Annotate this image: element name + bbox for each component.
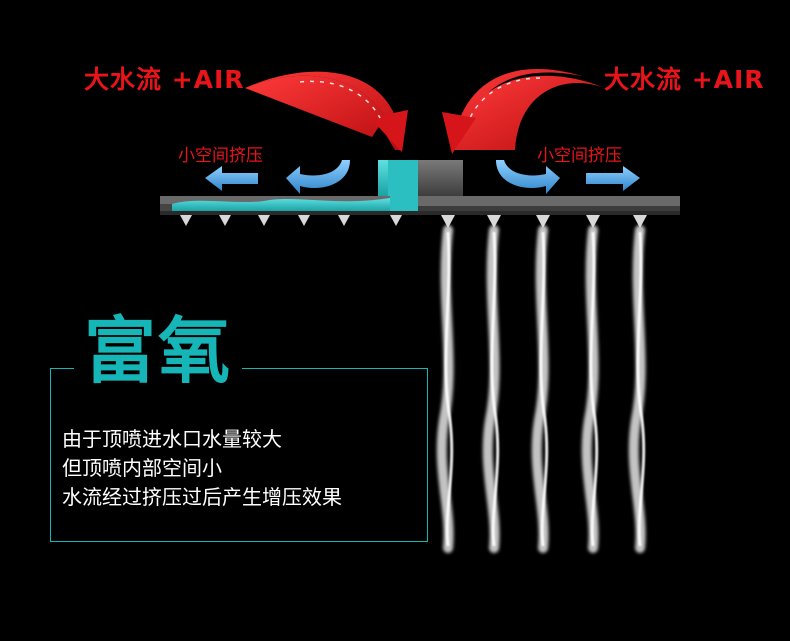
blue-arrow-right-icon — [586, 166, 640, 191]
pressure-label-left: 小空间挤压 — [178, 146, 263, 166]
pressure-label-right: 小空间挤压 — [537, 146, 622, 166]
flow-label-right: 大水流 +AIR — [604, 65, 765, 94]
red-flow-arrow-left — [245, 71, 408, 152]
flow-label-left: 大水流 +AIR — [84, 65, 245, 94]
water-spray-streams — [436, 225, 646, 553]
blue-curved-arrow-left-icon — [286, 160, 350, 194]
blue-flow-arrows — [205, 160, 640, 194]
description-line: 由于顶喷进水口水量较大 — [62, 427, 282, 451]
description-text: 由于顶喷进水口水量较大 但顶喷内部空间小 水流经过挤压过后产生增压效果 — [62, 425, 342, 512]
red-flow-arrow-right — [442, 69, 605, 154]
page-title: 富氧 — [74, 303, 243, 399]
blue-arrow-left-icon — [205, 166, 258, 191]
description-line: 但顶喷内部空间小 — [62, 456, 222, 480]
showerhead-body — [160, 160, 680, 215]
description-line: 水流经过挤压过后产生增压效果 — [62, 485, 342, 509]
blue-curved-arrow-right-icon — [496, 160, 560, 194]
nozzles — [180, 215, 647, 228]
